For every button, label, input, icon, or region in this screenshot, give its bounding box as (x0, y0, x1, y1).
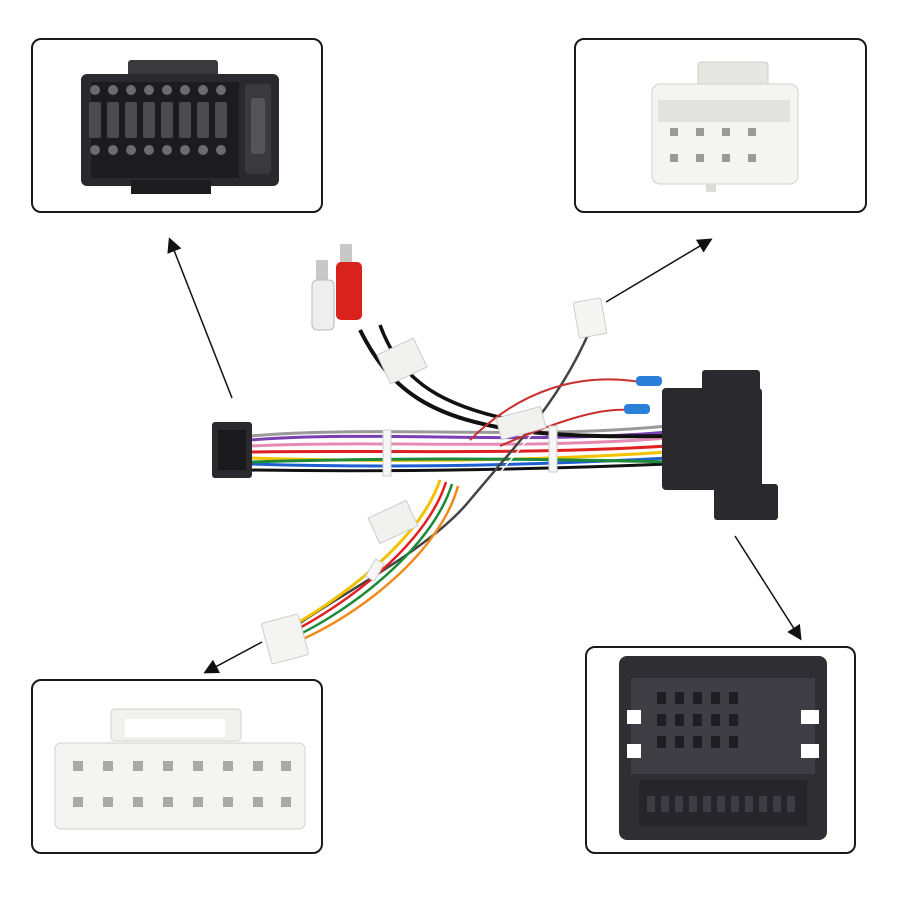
harness-quadlock-plug (662, 370, 778, 520)
arrow-to-bottom-right-panel (734, 535, 802, 641)
panel-white-small-plug (574, 38, 867, 213)
rca-plugs (311, 244, 362, 331)
black-16pin-connector-image (81, 60, 279, 194)
arrow-to-top-right-panel (605, 238, 713, 303)
black-quadlock-connector-image (619, 656, 827, 840)
panel-black-16pin-connector (31, 38, 323, 213)
white-small-plug-image (651, 61, 799, 192)
harness-white-small-plug (572, 297, 608, 339)
arrow-to-bottom-left-panel (203, 641, 263, 674)
wire-bundle (248, 424, 670, 473)
panel-black-quadlock-connector (585, 646, 856, 854)
white-16pin-connector-image (54, 708, 306, 830)
harness-white-16pin-plug (261, 613, 309, 665)
arrow-to-top-left-panel (167, 237, 233, 399)
panel-white-16pin-connector (31, 679, 323, 854)
